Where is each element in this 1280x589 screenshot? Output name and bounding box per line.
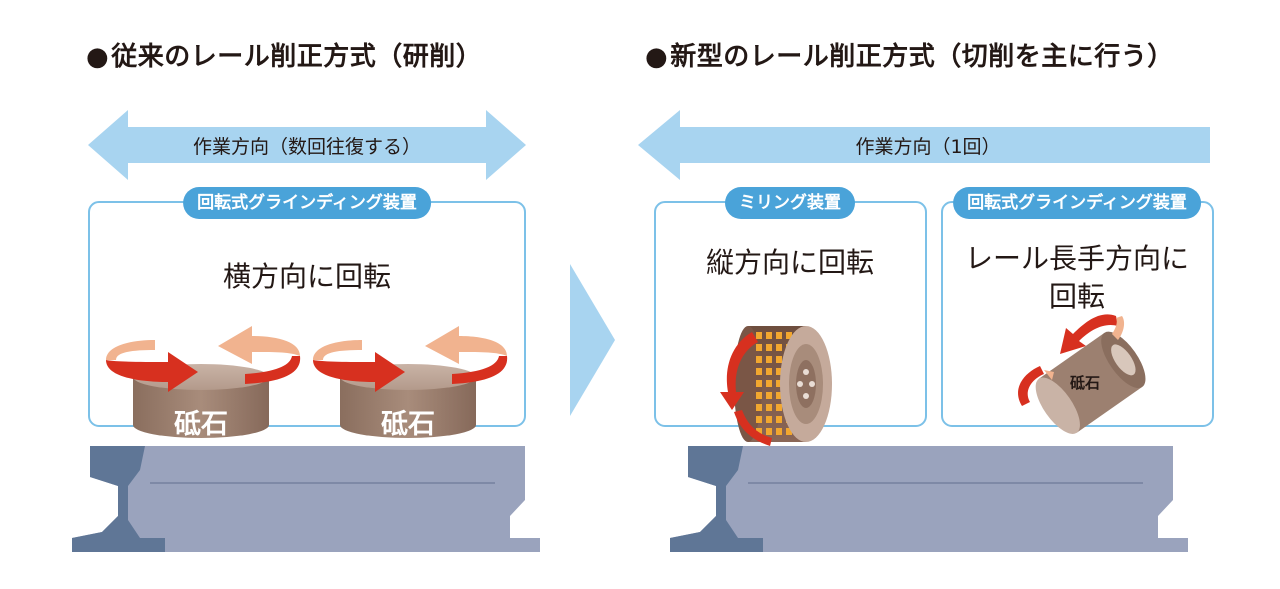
- milling-tooth: [776, 344, 782, 351]
- stone-label-1: 砥石: [174, 409, 228, 440]
- milling-tooth: [766, 428, 772, 435]
- milling-tooth: [776, 332, 782, 339]
- milling-tooth: [786, 428, 792, 435]
- milling-tooth: [756, 416, 762, 423]
- rotation-label-milling: 縦方向に回転: [705, 246, 875, 279]
- milling-tooth: [776, 380, 782, 387]
- milling-tooth: [756, 404, 762, 411]
- stone-label-2: 砥石: [381, 409, 435, 440]
- milling-tooth: [756, 344, 762, 351]
- rotation-label-left: 横方向に回転: [222, 260, 392, 293]
- milling-cutter: [720, 326, 832, 446]
- title-new-text: 新型のレール削正方式（切削を主に行う）: [670, 42, 1174, 72]
- milling-tooth: [776, 416, 782, 423]
- milling-tooth: [766, 380, 772, 387]
- grinding-stone-tilted: [1035, 331, 1146, 434]
- rotation-arrows-stone-2: [313, 326, 508, 392]
- milling-rotation-arrow: [720, 332, 758, 410]
- milling-tooth: [766, 368, 772, 375]
- milling-tooth: [766, 344, 772, 351]
- rail-left: [72, 446, 540, 552]
- milling-tooth: [766, 332, 772, 339]
- milling-tooth: [776, 404, 782, 411]
- milling-tooth: [756, 380, 762, 387]
- bullet-icon: ●: [645, 42, 669, 72]
- grinding-stone-1: [133, 364, 269, 438]
- rotation-arrows-stone-1: [106, 326, 301, 392]
- direction-arrow-single: [638, 110, 1210, 180]
- milling-tooth: [766, 392, 772, 399]
- milling-tooth: [756, 392, 762, 399]
- direction-arrow-double: [88, 110, 526, 180]
- milling-tooth: [756, 332, 762, 339]
- milling-tooth: [776, 428, 782, 435]
- milling-tooth: [756, 356, 762, 363]
- bullet-icon: ●: [86, 42, 110, 72]
- rotation-label-grinding-line1: レール長手方向に: [964, 242, 1190, 275]
- title-conventional-text: 従来のレール削正方式（研削）: [111, 42, 483, 72]
- milling-tooth: [756, 428, 762, 435]
- milling-tooth: [776, 356, 782, 363]
- title-new: ●新型のレール削正方式（切削を主に行う）: [645, 36, 1174, 73]
- device-badge-grinding-left: 回転式グラインディング装置: [183, 187, 431, 219]
- milling-tooth: [766, 404, 772, 411]
- rail-right: [670, 446, 1188, 552]
- direction-label-right: 作業方向（1回）: [855, 136, 1001, 158]
- rotation-label-grinding-line2: 回転: [1048, 280, 1106, 313]
- stone-label-tilted: 砥石: [1069, 374, 1101, 392]
- direction-label-left: 作業方向（数回往復する）: [192, 136, 422, 158]
- milling-tooth: [766, 356, 772, 363]
- device-badge-milling: ミリング装置: [725, 187, 855, 219]
- tilted-stone-rotation-arrows: [1018, 314, 1125, 406]
- milling-tooth: [776, 392, 782, 399]
- transition-arrow: [570, 264, 615, 416]
- milling-tooth: [786, 332, 792, 339]
- title-conventional: ●従来のレール削正方式（研削）: [86, 36, 482, 73]
- milling-tooth: [756, 368, 762, 375]
- device-badge-grinding-right: 回転式グラインディング装置: [953, 187, 1201, 219]
- milling-tooth: [776, 368, 782, 375]
- milling-tooth: [766, 416, 772, 423]
